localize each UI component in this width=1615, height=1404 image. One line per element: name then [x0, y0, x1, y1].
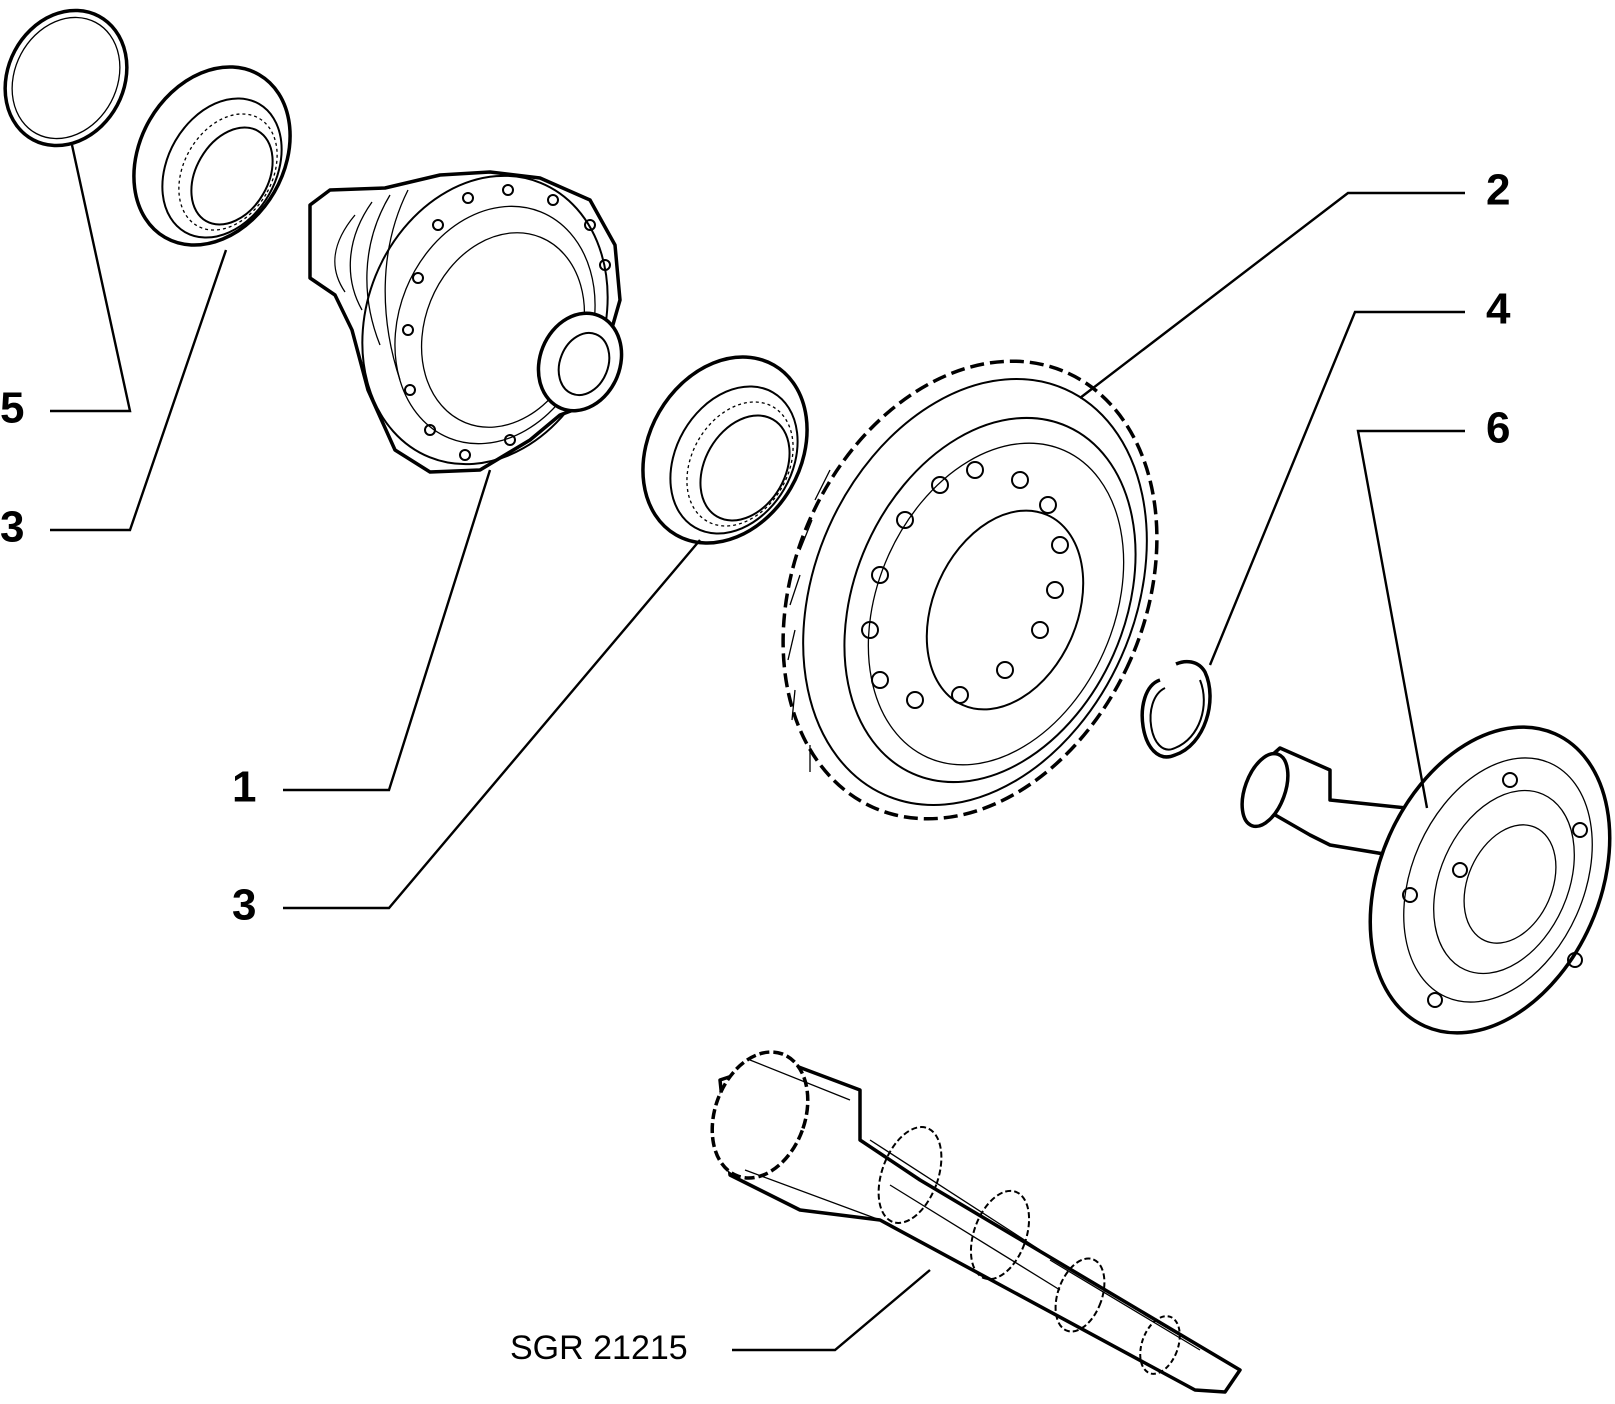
- callout-2: 2: [1486, 166, 1510, 215]
- reference-code: SGR 21215: [510, 1329, 688, 1367]
- leader-5: [50, 144, 132, 413]
- roller-bearing-part-3-middle: [641, 355, 809, 545]
- input-shaft-sgr-21215: [710, 1050, 1242, 1394]
- drive-flange-part-6: [1240, 725, 1612, 1035]
- leader-2: [1079, 191, 1465, 399]
- roller-bearing-part-3-top: [132, 65, 292, 247]
- callout-4: 4: [1486, 285, 1511, 334]
- leader-ref: [732, 1269, 931, 1352]
- seal-ring-part-5: [3, 8, 129, 148]
- callout-6: 6: [1486, 404, 1510, 453]
- leader-4: [1208, 310, 1465, 666]
- circlip-part-4: [1140, 659, 1212, 759]
- callout-3-top: 3: [0, 503, 24, 552]
- leader-lines: [50, 144, 1465, 1352]
- callout-3-middle: 3: [232, 881, 256, 930]
- leader-1: [283, 469, 492, 792]
- differential-housing-part-1: [308, 170, 624, 474]
- leader-6: [1356, 429, 1465, 809]
- callout-5: 5: [0, 384, 24, 433]
- leader-3-middle: [283, 539, 701, 910]
- callout-1: 1: [232, 763, 256, 812]
- leader-3-top: [50, 249, 228, 532]
- crown-gear-part-2: [781, 359, 1159, 821]
